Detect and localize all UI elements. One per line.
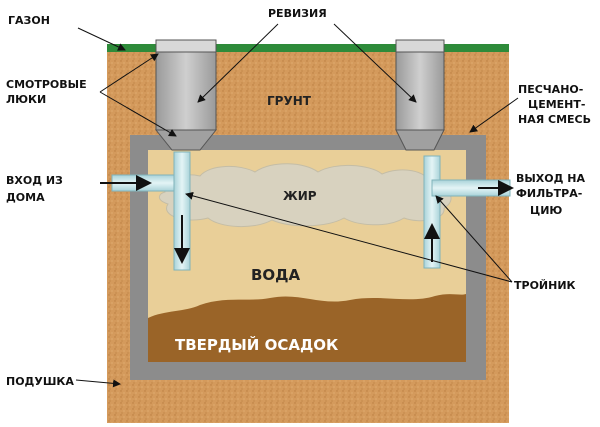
outlet-label-line3: ЦИЮ	[530, 204, 563, 217]
tee-label: ТРОЙНИК	[514, 279, 576, 292]
cushion-leader	[75, 379, 121, 388]
sand-cement-leader	[469, 97, 519, 133]
inlet-tee	[173, 151, 191, 271]
left-riser	[155, 39, 217, 131]
inlet-label-line1: ВХОД ИЗ	[6, 174, 63, 187]
lawn-label: ГАЗОН	[8, 14, 50, 27]
sand-cement-label-line1: ПЕСЧАНО-	[518, 83, 584, 96]
inspection-hatches-label-line1: СМОТРОВЫЕ	[6, 78, 87, 91]
sand-cement-label-line2: ЦЕМЕНТ-	[528, 98, 586, 111]
hatches-leader-bottom	[99, 91, 177, 137]
right-riser-cap	[395, 39, 445, 53]
tee-leader-left	[185, 191, 513, 283]
lawn-leader	[77, 27, 126, 51]
inlet-label-line2: ДОМА	[6, 191, 45, 204]
revision-label: РЕВИЗИЯ	[268, 7, 327, 20]
right-riser-cone	[395, 129, 445, 151]
revision-leader-left	[197, 23, 279, 103]
sand-cement-label-line3: НАЯ СМЕСЬ	[518, 113, 592, 126]
fat-label: ЖИР	[283, 189, 317, 203]
soil-label: ГРУНТ	[267, 94, 311, 108]
sediment-label: ТВЕРДЫЙ ОСАДОК	[175, 336, 339, 354]
outlet-label-line1: ВЫХОД НА	[516, 172, 585, 185]
sediment-layer	[148, 294, 466, 362]
outlet-label-line2: ФИЛЬТРА-	[516, 187, 583, 200]
right-riser	[395, 39, 445, 131]
tee-leader-right	[435, 195, 513, 283]
fat-layer	[158, 163, 452, 228]
water-label: ВОДА	[251, 266, 301, 284]
hatches-leader-top	[99, 53, 159, 93]
revision-leader-right	[333, 23, 417, 103]
lawn-strip	[107, 44, 509, 52]
left-riser-cap	[155, 39, 217, 53]
inspection-hatches-label-line2: ЛЮКИ	[6, 93, 47, 106]
cushion-label: ПОДУШКА	[6, 375, 74, 388]
